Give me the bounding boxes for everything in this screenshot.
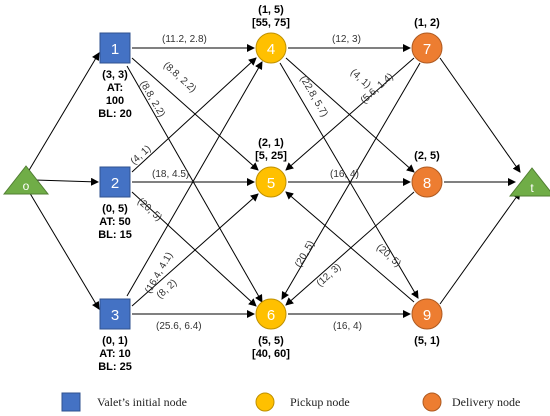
- pickup-node-4: (1, 5) [55, 75] 4: [252, 4, 290, 64]
- valet-node-3: 3 (0, 1) AT: 10 BL: 25: [98, 298, 132, 373]
- delivery-circle: [411, 32, 443, 64]
- valet-bl: BL: 15: [98, 229, 132, 241]
- edge-3-4: [126, 61, 263, 297]
- valet-id: 1: [111, 41, 119, 58]
- valet-at: AT:: [107, 82, 123, 94]
- valet-node-2: 2 (0, 5) AT: 50 BL: 15: [98, 166, 132, 241]
- delivery-node-8: (2, 5) 8: [411, 150, 443, 198]
- pickup-window: [5, 25]: [255, 150, 287, 162]
- edge-4-9: [279, 62, 419, 299]
- pickup-coord: (2, 1): [258, 137, 284, 149]
- terminal-origin: o: [2, 165, 50, 195]
- valet-node-1: 1 (3, 3) AT:: [99, 32, 131, 94]
- edge-label-3-6: (25.6, 6.4): [156, 321, 202, 332]
- pickup-circle: [255, 32, 287, 64]
- edge-label-2-5: (18, 4.5): [152, 169, 189, 180]
- valet-coord: (0, 5): [102, 203, 128, 215]
- valet-id: 3: [111, 307, 119, 324]
- edge-o-1: [27, 52, 100, 173]
- pickup-coord: (5, 5): [258, 335, 284, 347]
- edge-3-5: [131, 193, 259, 307]
- delivery-id: 8: [423, 175, 431, 192]
- pickup-node-5: (2, 1) [5, 25] 5: [255, 137, 287, 198]
- edge-label-7-6: (20, 5): [293, 239, 317, 270]
- edge-label-4-7: (12, 3): [332, 34, 361, 45]
- edge-label-1-4: (11.2, 2.8): [162, 34, 207, 45]
- delivery-coord: (2, 5): [414, 150, 440, 162]
- edge-o-3: [27, 189, 100, 310]
- edge-o-2: [34, 177, 99, 186]
- edge-7-5: [285, 57, 415, 171]
- pickup-id: 5: [267, 175, 275, 192]
- legend-valet-label: Valet’s initial node: [97, 395, 187, 409]
- delivery-node-7: (1, 2) 7: [411, 17, 443, 64]
- edge-7-6: [281, 62, 421, 300]
- valet-at: AT: 10: [99, 348, 131, 360]
- valet-coord: (3, 3): [102, 69, 128, 81]
- delivery-circle: [411, 166, 443, 198]
- pickup-window: [40, 60]: [252, 348, 290, 360]
- edge-1-6: [126, 65, 263, 303]
- valet-coord: (0, 1): [102, 335, 128, 347]
- edges: [27, 44, 521, 318]
- legend-valet-swatch: [61, 392, 81, 412]
- pickup-circle: [255, 166, 287, 198]
- legend: Valet’s initial node Pickup node Deliver…: [61, 392, 520, 412]
- pickup-coord: (1, 5): [258, 4, 284, 16]
- valet-at-value: 100: [106, 95, 124, 107]
- edge-label-4-8: (4, 1): [348, 67, 373, 91]
- delivery-id: 9: [423, 307, 431, 324]
- pickup-id: 6: [267, 307, 275, 324]
- edge-label-6-9: (16, 4): [333, 321, 362, 332]
- valet-id: 2: [111, 175, 119, 192]
- valet-bl: BL: 25: [98, 361, 132, 373]
- edge-9-5: [285, 191, 415, 303]
- pickup-node-6: 6 (5, 5) [40, 60]: [252, 298, 290, 360]
- legend-pickup-swatch: [255, 392, 275, 412]
- edge-2-4: [131, 57, 257, 173]
- valet-square: [99, 166, 131, 198]
- sink-label: t: [530, 181, 534, 195]
- edge-label-2-6: (20, 5): [135, 196, 164, 224]
- edge-label-1-5: (8.8, 2.2): [161, 60, 198, 95]
- origin-triangle: [2, 165, 50, 195]
- edge-label-5-8: (16, 4): [330, 169, 359, 180]
- valet-at: AT: 50: [99, 216, 131, 228]
- edge-7-t: [439, 57, 521, 173]
- delivery-node-9: 9 (5, 1): [411, 298, 443, 347]
- pickup-circle: [255, 298, 287, 330]
- terminal-sink: t: [508, 167, 550, 197]
- valet-bl: BL: 20: [98, 108, 132, 120]
- valet-square: [99, 32, 131, 64]
- valet-node-1-extra: 100 BL: 20: [98, 95, 132, 120]
- legend-delivery-swatch: [422, 392, 442, 412]
- pickup-window: [55, 75]: [252, 17, 290, 29]
- edge-2-6: [131, 191, 257, 307]
- edge-label-9-5: (20, 5): [374, 242, 403, 270]
- delivery-circle: [411, 298, 443, 330]
- delivery-id: 7: [423, 41, 431, 58]
- pickup-id: 4: [267, 41, 275, 58]
- edge-8-6: [285, 191, 415, 306]
- valet-square: [99, 298, 131, 330]
- delivery-coord: (1, 2): [414, 17, 440, 29]
- origin-label: o: [23, 179, 30, 193]
- legend-pickup-label: Pickup node: [290, 395, 350, 409]
- edge-4-8: [285, 57, 415, 173]
- edge-label-4-9: (22.8, 5.7): [297, 74, 329, 119]
- legend-delivery-label: Delivery node: [452, 395, 520, 409]
- delivery-coord: (5, 1): [414, 335, 440, 347]
- edge-9-t: [439, 191, 521, 305]
- sink-triangle: [508, 167, 550, 197]
